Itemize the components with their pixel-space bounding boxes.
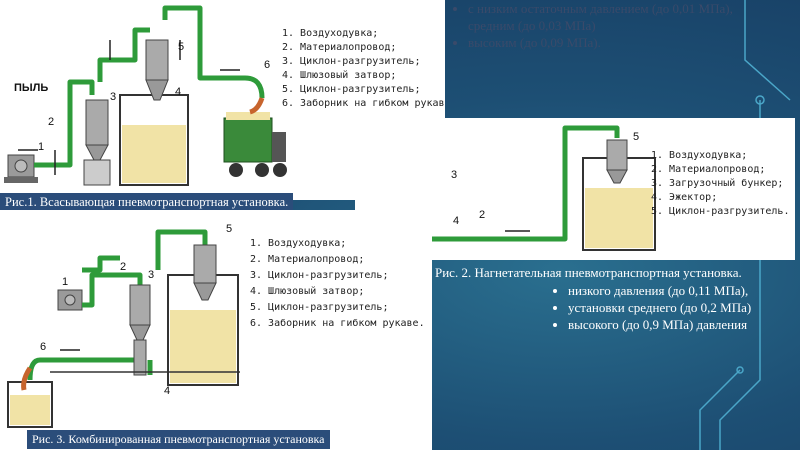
blower-icon [4,154,38,183]
fig2-panel: 1 2 3 4 5 1. Воздуходувка; 2. Материалоп… [355,118,795,260]
fig3-caption: Рис. 3. Комбинированная пневмотранспортн… [27,430,330,449]
fig2-num: 5 [633,131,639,143]
svg-text:5. Циклон-разгрузитель;: 5. Циклон-разгрузитель; [250,302,388,313]
svg-text:3. Циклон-разгрузитель;: 3. Циклон-разгрузитель; [250,270,388,281]
svg-text:5. Циклон-разгрузитель;: 5. Циклон-разгрузитель; [282,84,420,95]
fig1-legend: 1. Воздуходувка; 2. Материалопровод; 3. … [282,28,445,109]
svg-text:2. Материалопровод;: 2. Материалопровод; [250,254,364,265]
svg-text:4. Шлюзовый затвор;: 4. Шлюзовый затвор; [250,285,364,297]
fig2-num: 2 [479,209,485,221]
svg-text:5. Циклон-разгрузитель.: 5. Циклон-разгрузитель. [651,206,789,217]
fig3-num: 6 [40,341,46,353]
fig3-num: 1 [62,276,68,288]
fig1-diagram: ПЫЛЬ 1 2 3 4 5 6 1. Воздуходувка; 2. Мат… [4,5,445,186]
top-bullet: высоким (до 0,09 МПа). [468,34,733,51]
fig2-bullet: низкого давления (до 0,11 МПа), [568,282,751,299]
fig3-num: 4 [164,385,170,397]
fig2-num: 4 [453,215,459,227]
fig2-num: 3 [451,169,457,181]
blower-icon [57,289,83,311]
fig1-num: 1 [38,141,44,153]
fig3-legend: 1. Воздуходувка; 2. Материалопровод; 3. … [250,238,425,329]
fig1-num: 3 [110,91,116,103]
svg-text:4. Шлюзовый затвор;: 4. Шлюзовый затвор; [282,69,396,81]
truck-icon [223,97,287,177]
svg-text:4. Эжектор;: 4. Эжектор; [651,192,717,203]
fig1-num: 5 [178,41,184,53]
dust-label: ПЫЛЬ [14,82,48,94]
fig2-bullet: установки среднего (до 0,2 МПа) [568,299,751,316]
fig1-caption: Рис.1. Всасывающая пневмотранспортная ус… [0,193,294,212]
top-bullets: с низким остаточным давлением (до 0,01 М… [448,0,733,51]
svg-text:6. Заборник на гибком рукаве.: 6. Заборник на гибком рукаве. [282,97,445,109]
svg-text:3. Циклон-разгрузитель;: 3. Циклон-разгрузитель; [282,56,420,67]
svg-text:1. Воздуходувка;: 1. Воздуходувка; [651,150,747,161]
svg-text:2. Материалопровод;: 2. Материалопровод; [651,164,765,175]
cyclone-icon [129,284,151,376]
fig2-caption-block: Рис. 2. Нагнетательная пневмотранспортна… [432,265,751,333]
fig2-caption: Рис. 2. Нагнетательная пневмотранспортна… [435,265,742,280]
fig3-num: 3 [148,269,154,281]
top-bullet: с низким остаточным давлением (до 0,01 М… [468,0,733,17]
fig2-bullet: высокого (до 0,9 МПа) давления [568,316,751,333]
svg-text:1. Воздуходувка;: 1. Воздуходувка; [250,238,346,249]
cyclone-icon [193,244,217,301]
cyclone-icon [145,39,169,101]
cyclone-icon [83,99,111,186]
svg-text:3. Загрузочный бункер;: 3. Загрузочный бункер; [651,177,783,189]
svg-text:6. Заборник на гибком рукаве.: 6. Заборник на гибком рукаве. [250,317,425,329]
fig1-num: 6 [264,59,270,71]
fig3-num: 2 [120,261,126,273]
svg-text:2. Материалопровод;: 2. Материалопровод; [282,42,396,53]
fig1-num: 2 [48,116,54,128]
fig2-legend: 1. Воздуходувка; 2. Материалопровод; 3. … [651,150,789,217]
cyclone-icon [606,139,628,184]
fig1-num: 4 [175,86,181,98]
fig3-diagram: 1 2 3 4 5 6 1. Воздуходувка; 2. Материал… [7,223,425,428]
fig3-num: 5 [226,223,232,235]
fig3-panel: 1 2 3 4 5 6 1. Воздуходувка; 2. Материал… [0,210,432,450]
top-bullet: средним (до 0,03 МПа) [468,18,596,33]
svg-text:1. Воздуходувка;: 1. Воздуходувка; [282,28,378,39]
